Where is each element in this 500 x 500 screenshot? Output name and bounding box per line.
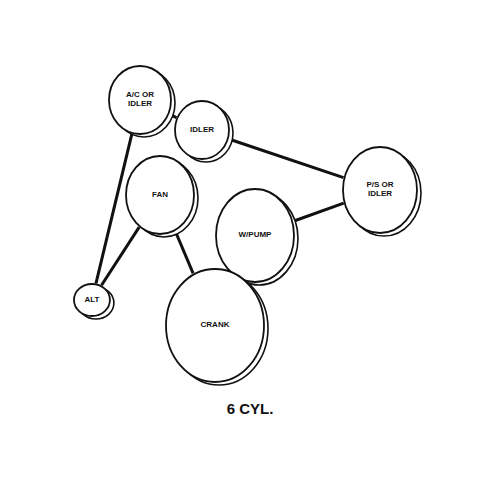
power-steering-pulley: P/S OR IDLER (342, 146, 418, 234)
pulley-label: IDLER (187, 126, 217, 135)
fan-pulley: FAN (125, 155, 195, 235)
pulley-label: P/S OR IDLER (363, 181, 397, 199)
belt-run (96, 134, 132, 284)
pulley-label: ALT (81, 296, 103, 305)
belt-run (102, 227, 140, 285)
pulley-label: CRANK (193, 321, 237, 330)
ac-pulley: A/C OR IDLER (108, 65, 172, 135)
pulley-label: W/PUMP (235, 231, 275, 240)
figure-caption: 6 CYL. (0, 400, 500, 417)
pulley-label: FAN (145, 191, 175, 200)
belt-run (175, 231, 193, 273)
alternator-pulley: ALT (73, 283, 111, 317)
belt-run (229, 139, 344, 178)
crank-pulley: CRANK (165, 268, 265, 383)
idler-pulley: IDLER (174, 100, 230, 160)
water-pump-pulley: W/PUMP (215, 188, 295, 283)
pulley-label: A/C OR IDLER (123, 91, 157, 109)
belt-run (293, 203, 343, 221)
